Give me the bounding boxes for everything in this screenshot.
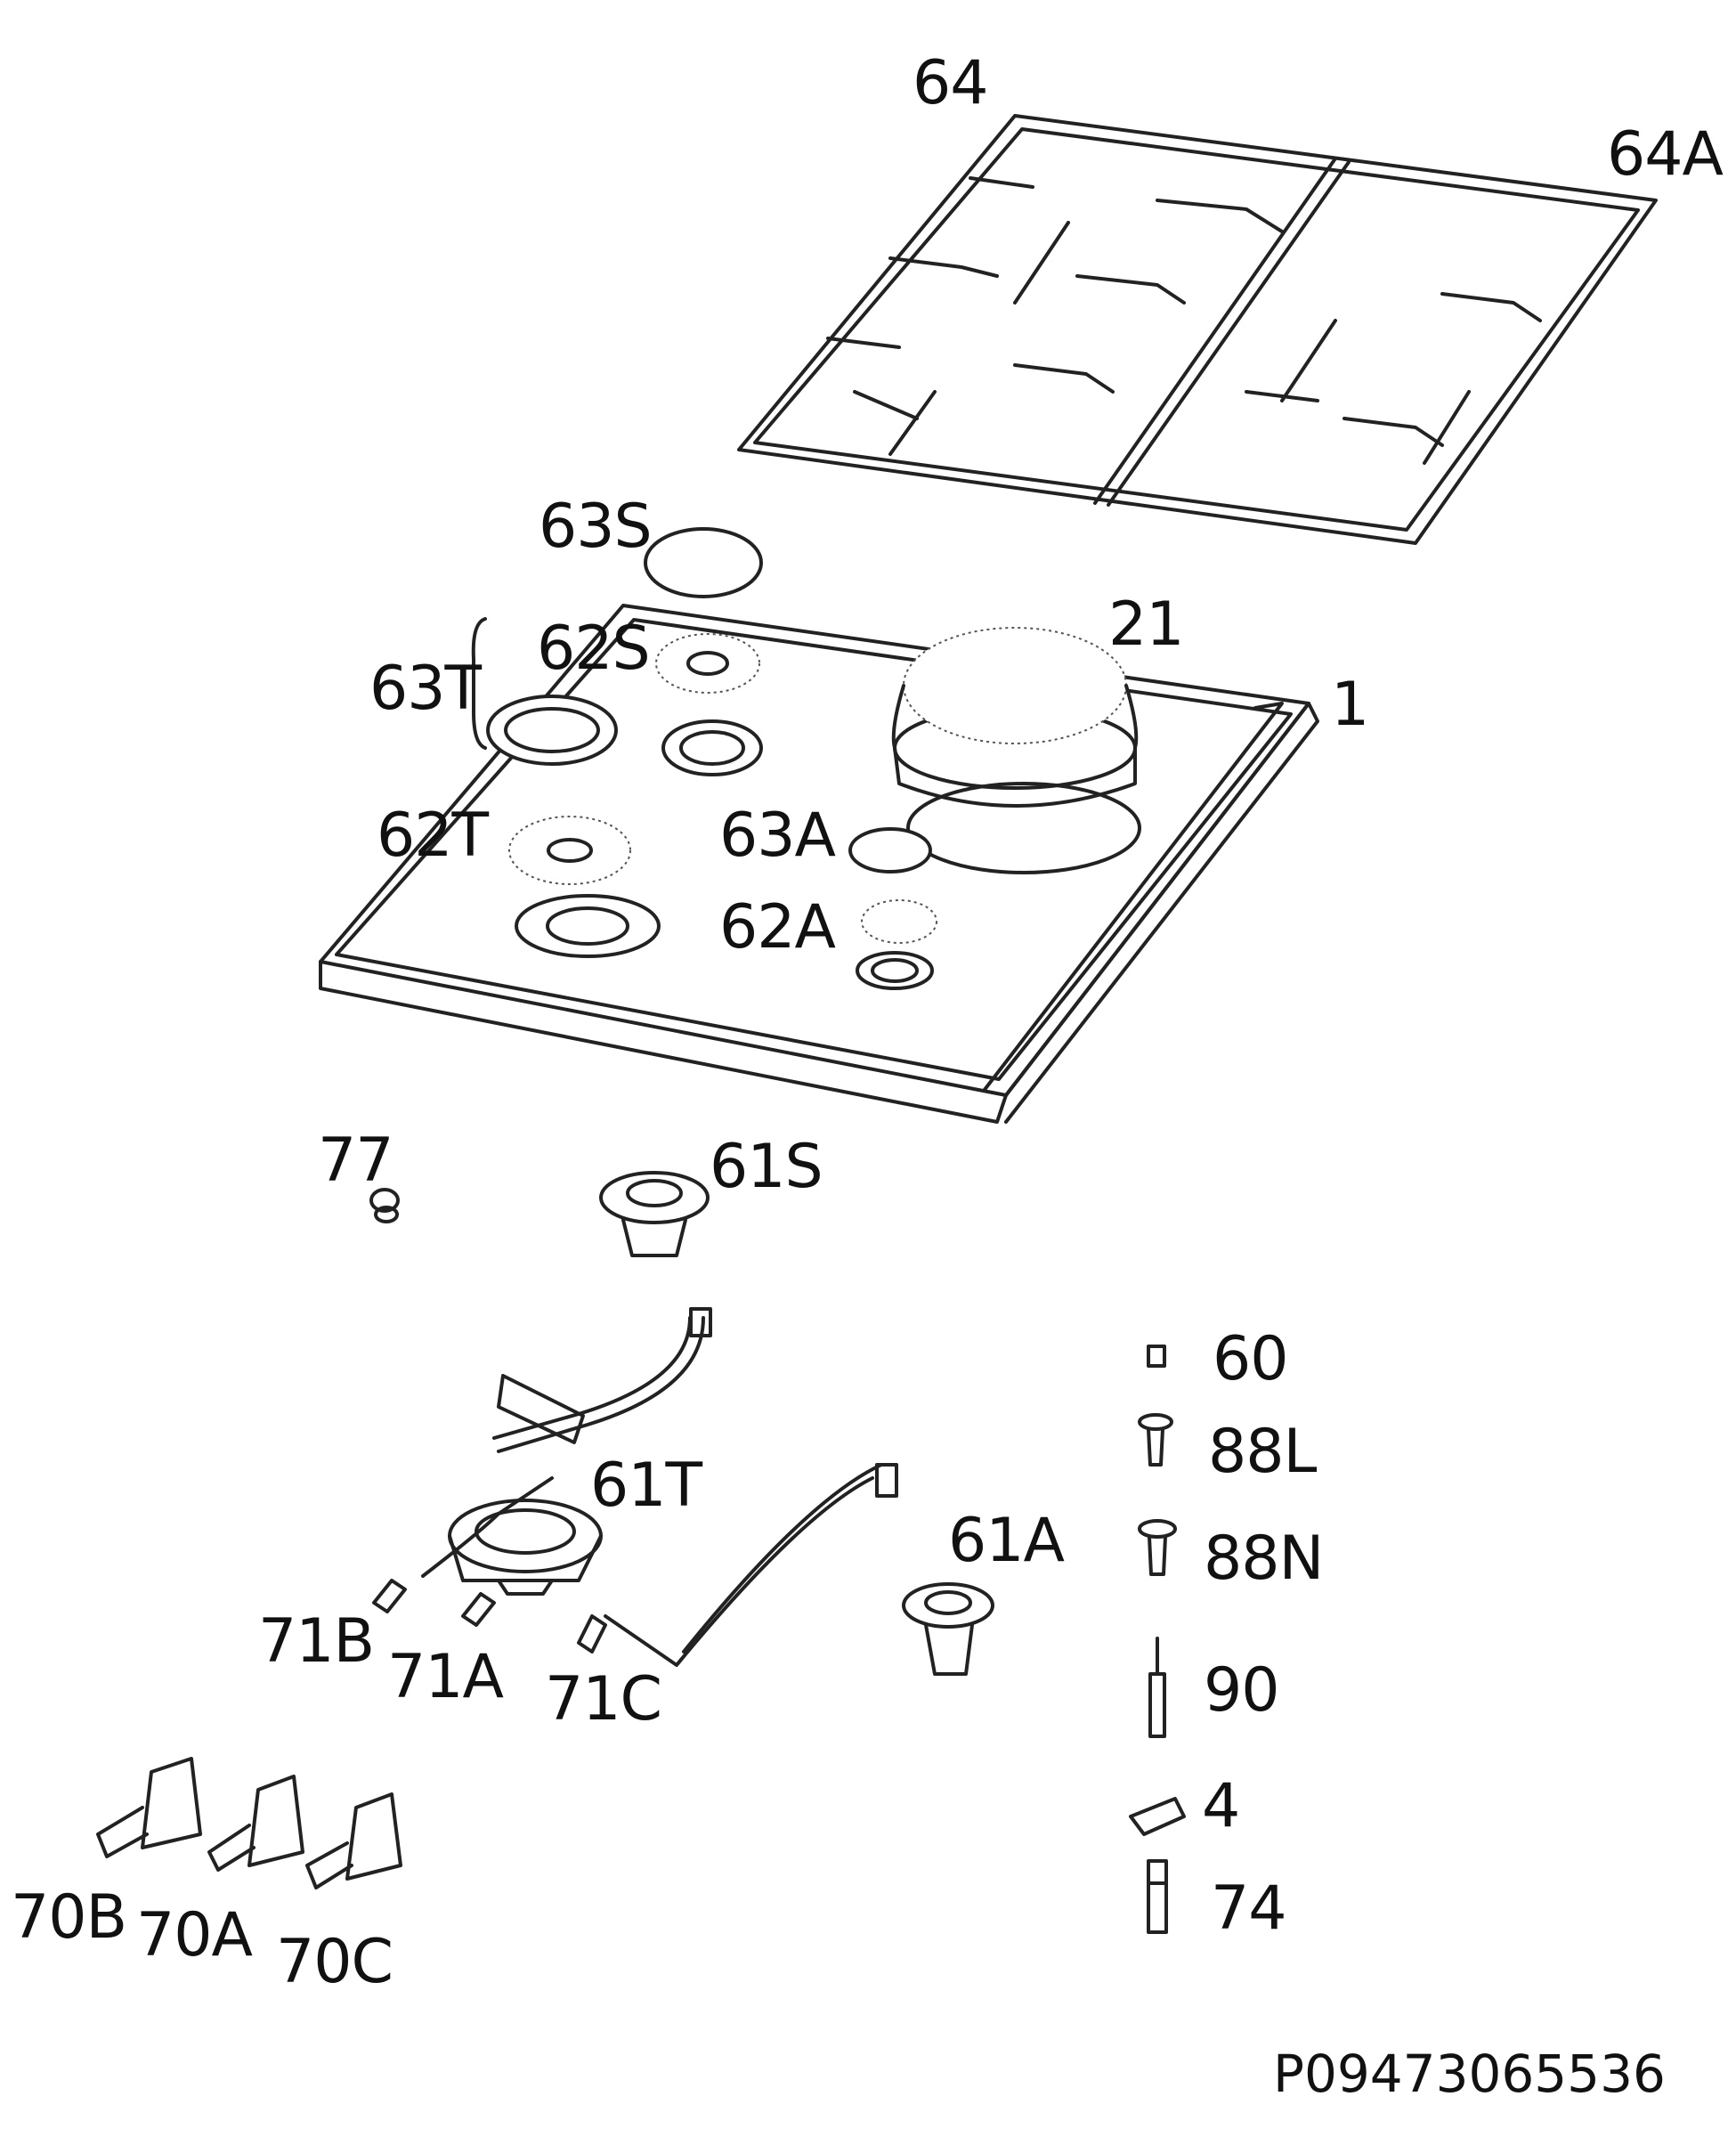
label-62A: 62A: [719, 892, 836, 963]
label-64: 64: [913, 48, 989, 118]
document-code: P09473065536: [1273, 2044, 1666, 2104]
semi-rapid-burner: [644, 527, 763, 776]
label-1: 1: [1331, 670, 1369, 740]
thermocouple-90: [1148, 1637, 1166, 1738]
pan-support-grid: [737, 114, 1658, 545]
label-77: 77: [318, 1125, 394, 1196]
label-88L: 88L: [1208, 1417, 1317, 1487]
burner-base-61a: [902, 1582, 994, 1676]
jet-60: [1147, 1345, 1166, 1368]
label-63A: 63A: [719, 800, 836, 871]
label-4: 4: [1202, 1771, 1240, 1841]
screw-88l: [1138, 1413, 1173, 1467]
wok-burner: [891, 627, 1141, 874]
label-90: 90: [1204, 1655, 1280, 1726]
nut-part: [369, 1188, 400, 1223]
screw-88n: [1138, 1519, 1177, 1576]
label-62T: 62T: [377, 800, 489, 871]
burner-base-61t: [448, 1499, 603, 1596]
label-70C: 70C: [276, 1927, 393, 1997]
label-74: 74: [1211, 1873, 1287, 1944]
label-71C: 71C: [545, 1664, 662, 1735]
label-63S: 63S: [539, 492, 653, 562]
label-70B: 70B: [11, 1882, 127, 1953]
label-70A: 70A: [136, 1900, 253, 1970]
label-71A: 71A: [387, 1642, 504, 1712]
label-61T: 61T: [590, 1450, 702, 1521]
label-63T: 63T: [369, 654, 482, 724]
gas-taps: [96, 1757, 402, 1889]
label-61A: 61A: [948, 1506, 1065, 1576]
label-71B: 71B: [258, 1606, 375, 1677]
label-60: 60: [1213, 1324, 1289, 1394]
label-64A: 64A: [1607, 119, 1724, 190]
burner-base-61s: [599, 1171, 710, 1257]
triple-crown-burner: [486, 695, 661, 958]
group-bracket: [471, 617, 487, 750]
auxiliary-burner: [848, 827, 937, 990]
label-61S: 61S: [710, 1132, 823, 1202]
spark-plug-74: [1147, 1859, 1168, 1934]
label-21: 21: [1108, 589, 1185, 660]
label-88N: 88N: [1204, 1524, 1324, 1594]
label-62S: 62S: [537, 613, 651, 684]
clip-4: [1129, 1797, 1186, 1836]
